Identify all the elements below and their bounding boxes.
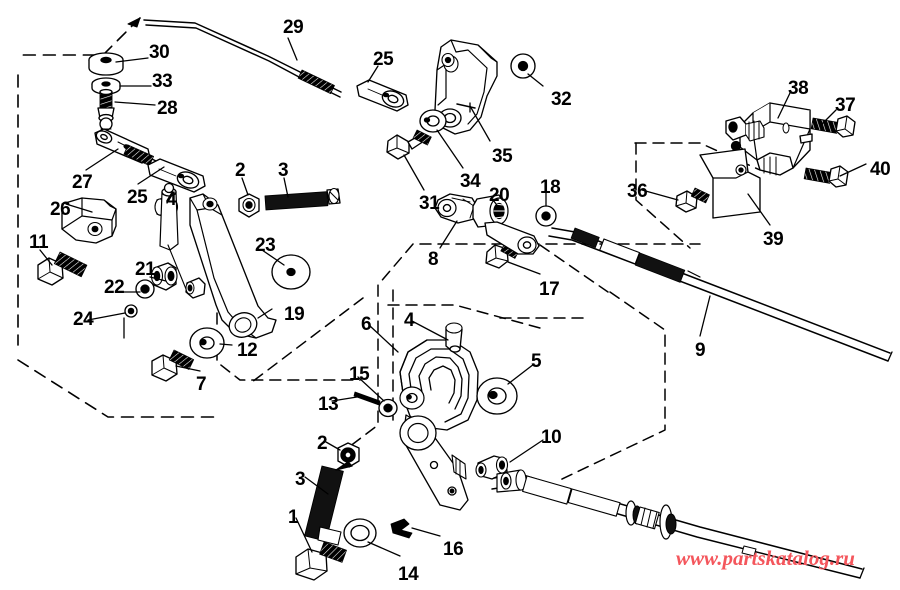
callout-9[interactable]: 9: [695, 340, 706, 361]
part-20-bushing: [472, 194, 509, 228]
part-17-bolt: [485, 242, 520, 269]
part-3-screw-upper: [264, 187, 341, 211]
callout-14[interactable]: 14: [398, 564, 419, 585]
part-28-ball-stud: [97, 88, 115, 131]
part-26-bracket: [61, 197, 117, 244]
callout-2-lower[interactable]: 2: [317, 433, 328, 454]
part-25-rod-end-left: [147, 158, 206, 193]
callout-11[interactable]: 11: [29, 232, 49, 253]
part-18-washer: [535, 205, 557, 227]
part-9-shift-cable: [548, 227, 893, 362]
callout-leader-lines: [39, 37, 867, 557]
callout-10[interactable]: 10: [541, 427, 562, 448]
callout-23[interactable]: 23: [255, 235, 276, 256]
part-3-screw-lower: [304, 461, 353, 546]
part-25-rod-end-mid: [356, 79, 409, 112]
assembly-boundary-middle: [344, 243, 701, 451]
callout-30[interactable]: 30: [149, 42, 170, 63]
callout-20[interactable]: 20: [489, 185, 510, 206]
part-1-bolt: [295, 541, 347, 581]
part-34-washer: [419, 109, 447, 133]
part-31-bolt: [386, 129, 432, 160]
part-2-nut-lower: [337, 442, 360, 468]
part-6-throttle-cam: [399, 339, 479, 511]
part-14-washer: [343, 518, 377, 548]
part-39-anchor-plate: [699, 148, 761, 219]
part-7-bolt: [151, 349, 195, 382]
callout-19[interactable]: 19: [284, 304, 305, 325]
part-36-bolt: [675, 187, 710, 213]
part-22-washer: [135, 279, 155, 299]
callout-2-upper[interactable]: 2: [235, 160, 246, 181]
callout-12[interactable]: 12: [237, 340, 258, 361]
callout-26[interactable]: 26: [50, 199, 71, 220]
callout-5[interactable]: 5: [531, 351, 542, 372]
callout-3-upper[interactable]: 3: [278, 160, 289, 181]
callout-24[interactable]: 24: [73, 309, 94, 330]
callout-13[interactable]: 13: [318, 394, 339, 415]
part-21-bushing: [150, 262, 178, 291]
callout-4-lower[interactable]: 4: [404, 310, 415, 331]
part-11-bolt: [37, 251, 88, 286]
callout-28[interactable]: 28: [157, 98, 178, 119]
part-40-bolt: [803, 165, 849, 188]
part-24-washer: [124, 304, 138, 318]
part-38-cable-anchor: [725, 102, 813, 176]
part-16-clip: [390, 518, 413, 539]
callout-8[interactable]: 8: [428, 249, 439, 270]
callout-25-left[interactable]: 25: [127, 187, 148, 208]
callout-17[interactable]: 17: [539, 279, 560, 300]
callout-16[interactable]: 16: [443, 539, 464, 560]
callout-39[interactable]: 39: [763, 229, 784, 250]
callout-3-lower[interactable]: 3: [295, 469, 306, 490]
part-5-washer: [476, 377, 518, 415]
callout-35[interactable]: 35: [492, 146, 513, 167]
callout-15[interactable]: 15: [349, 364, 370, 385]
part-15-washer: [378, 398, 398, 418]
callout-36[interactable]: 36: [627, 181, 648, 202]
callout-31[interactable]: 31: [419, 193, 440, 214]
callout-37[interactable]: 37: [835, 95, 856, 116]
part-throttle-cable-lower: [491, 469, 865, 579]
part-37-bolt: [810, 115, 856, 138]
part-pin-crank: [185, 277, 206, 299]
callout-7[interactable]: 7: [196, 374, 207, 395]
part-4-bushing-lower: [445, 322, 463, 353]
callout-32[interactable]: 32: [551, 89, 572, 110]
callout-33[interactable]: 33: [152, 71, 173, 92]
part-13-pin: [353, 391, 381, 406]
callout-27[interactable]: 27: [72, 172, 93, 193]
callout-25-upper[interactable]: 25: [373, 49, 394, 70]
callout-1[interactable]: 1: [288, 507, 299, 528]
part-19-bell-crank: [159, 182, 277, 339]
part-arm-shift: [484, 221, 540, 255]
part-30-cap-nut: [88, 52, 124, 76]
part-8-link: [434, 193, 479, 224]
callout-38[interactable]: 38: [788, 78, 809, 99]
part-29-throttle-rod: [143, 19, 342, 98]
part-2-nut-upper: [238, 193, 260, 218]
assembly-boundary-lower-middle: [387, 244, 666, 481]
callout-21[interactable]: 21: [135, 259, 156, 280]
callout-6[interactable]: 6: [361, 314, 372, 335]
part-32-washer: [510, 53, 536, 79]
site-watermark: www.partskatalog.ru: [676, 546, 855, 570]
part-12-washer: [189, 327, 225, 359]
callout-34[interactable]: 34: [460, 171, 481, 192]
callout-29[interactable]: 29: [283, 17, 304, 38]
callout-4-left[interactable]: 4: [166, 189, 177, 210]
callout-22[interactable]: 22: [104, 277, 125, 298]
callout-18[interactable]: 18: [540, 177, 561, 198]
callout-40[interactable]: 40: [870, 159, 891, 180]
part-27-ball-joint: [94, 128, 163, 166]
